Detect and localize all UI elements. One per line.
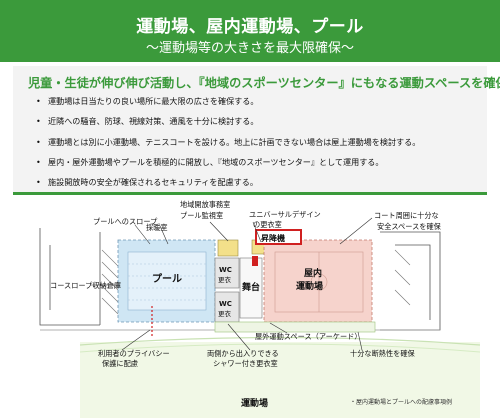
policy-headline: 児童・生徒が伸び伸び活動し、『地域のスポーツセンター』にもなる運動スペースを確保 [28, 76, 500, 90]
warming-room-label: 採暖室 [146, 223, 168, 232]
gym-center-circle [310, 273, 328, 291]
pool-slope-label: プールへのスロープ [93, 217, 158, 226]
insulation-label: 十分な断熱性を確保 [350, 349, 416, 358]
rope-storage-label: コースロープ収納倉庫 [50, 281, 121, 290]
court-space-label: コート周囲に十分な [374, 211, 439, 220]
stage-area [239, 257, 263, 319]
universal-room-label-2: の更衣室 [253, 220, 282, 229]
shower-label: 両側から出入りできる [207, 349, 279, 358]
diagram-caption-text: 屋内運動場とプールへの配慮事項例 [356, 398, 452, 406]
policy-bullet-list: 運動場は日当たりの良い場所に最大限の広さを確保する。 近隣への騒音、防球、視線対… [36, 96, 420, 197]
playground-track-line [79, 343, 481, 353]
gym-label-2: 運動場 [296, 280, 323, 292]
community-office-label: 地域開放事務室 [180, 200, 230, 209]
page-subtitle: ～運動場等の大きさを最大限確保～ [145, 41, 354, 56]
stage-label: 舞台 [242, 281, 260, 293]
playground-label: 運動場 [241, 397, 268, 409]
changing-room-label: 更衣 [218, 275, 232, 284]
arcade-label: 屋外運動スペース（アーケード） [255, 332, 362, 341]
diagram-caption: ・屋内運動場とプールへの配慮事項例 [350, 398, 452, 406]
page-title: 運動場、屋内運動場、プール [136, 17, 364, 37]
pool-basin [127, 251, 207, 311]
pool-monitor-label: プール監視室 [180, 211, 223, 220]
arcade-area [214, 321, 376, 333]
policy-bullet: 運動場とは別に小運動場、テニスコートを設ける。地上に計画できない場合は屋上運動場… [36, 137, 420, 157]
monitor-room-highlight [217, 239, 239, 257]
privacy-label: 利用者のプライバシー [98, 349, 170, 358]
policy-bullet: 施設開放時の安全が確保されるセキュリティを配慮する。 [36, 177, 420, 197]
privacy-label-2: 保護に配慮 [102, 359, 138, 368]
pool-lanes [128, 263, 206, 301]
title-banner [0, 0, 500, 62]
policy-bullet: 屋内・屋外運動場やプールを積極的に開放し、『地域のスポーツセンター』として運用す… [36, 157, 420, 177]
elevator-marker [252, 256, 258, 266]
shower-label-2: シャワー付き更衣室 [213, 359, 278, 368]
policy-bullet: 近隣への騒音、防球、視線対策、通風を十分に検討する。 [36, 116, 420, 136]
pool-label: プール [152, 272, 182, 285]
wc-label: WC [219, 266, 232, 274]
leader-lines [90, 217, 373, 351]
wc-room [214, 257, 240, 289]
elevator-label: 昇降機 [261, 233, 285, 243]
wc-label: WC [219, 300, 232, 308]
gym-label: 屋内 [304, 267, 322, 279]
universal-room-label: ユニバーサルデザイン [249, 210, 321, 219]
elevator-callout [255, 229, 302, 245]
changing-room-label: 更衣 [218, 309, 232, 318]
court-space-label-2: 安全スペースを確保 [377, 222, 442, 231]
slope-hatching [101, 249, 411, 315]
gym-area [263, 239, 373, 323]
playground-area [80, 342, 480, 418]
policy-bullet: 運動場は日当たりの良い場所に最大限の広さを確保する。 [36, 96, 420, 116]
